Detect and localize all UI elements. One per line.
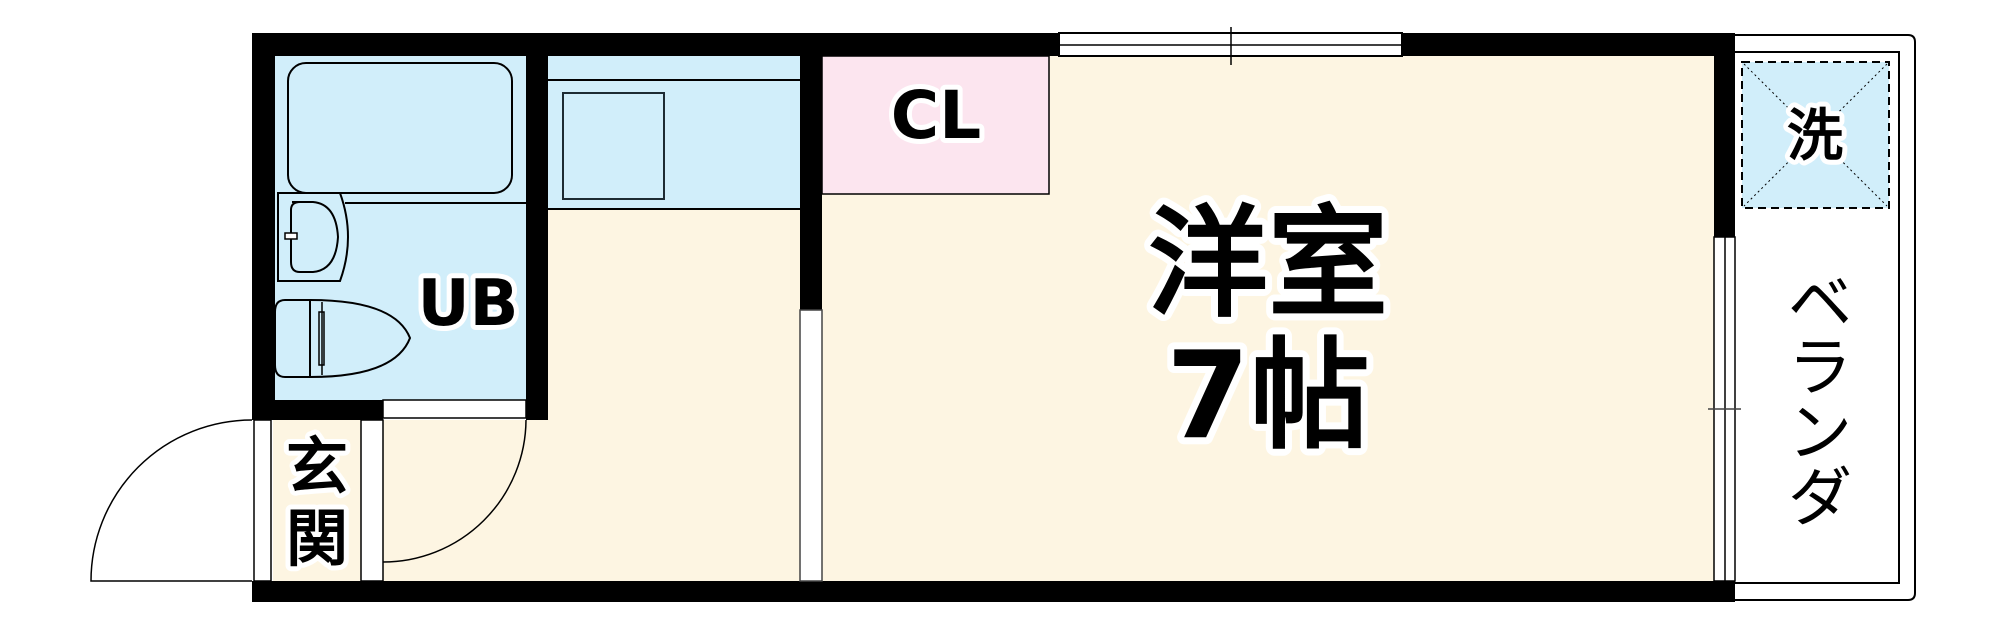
entrance-floor — [273, 420, 548, 581]
walls — [252, 33, 1735, 602]
bathtub-icon — [287, 62, 513, 194]
svg-text:ラ: ラ — [1788, 332, 1852, 406]
balcony-sliding-door — [1708, 236, 1741, 582]
unit-bath: UB — [274, 62, 526, 378]
closet-label: CL — [891, 77, 982, 154]
washer-space: 洗 — [1741, 61, 1890, 209]
unit-bath-floor — [275, 56, 526, 400]
svg-text:ベ: ベ — [1788, 267, 1852, 341]
entrance-label-2: 関 — [286, 502, 348, 575]
sink-icon — [562, 92, 665, 200]
svg-text:ダ: ダ — [1788, 462, 1852, 536]
front-door-swing — [90, 419, 253, 582]
kitchen-counter — [548, 56, 800, 210]
entrance: 玄 関 — [90, 419, 527, 582]
ub-bottom-window — [382, 399, 527, 419]
unit-bath-label: UB — [418, 267, 519, 341]
western-room-size: 7帖 — [1166, 327, 1370, 466]
balcony-label: ベ ラ ン ダ — [1788, 267, 1852, 536]
closet — [821, 55, 1050, 195]
svg-text:ン: ン — [1788, 397, 1852, 471]
partition-door-opening — [799, 309, 823, 582]
washbasin-icon — [277, 192, 349, 282]
inner-door-swing — [382, 419, 527, 563]
washer-label: 洗 — [1787, 104, 1843, 169]
entrance-label-1: 玄 — [286, 430, 348, 503]
top-window — [1058, 27, 1403, 65]
western-room-label: 洋室 — [1148, 195, 1388, 334]
